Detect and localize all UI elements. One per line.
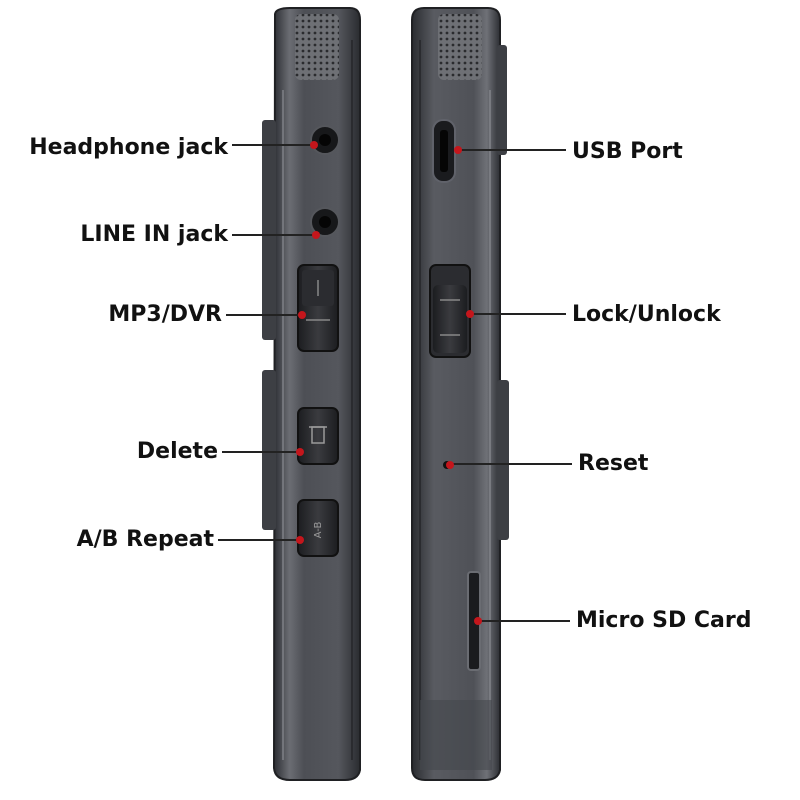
dot-ab-repeat xyxy=(296,536,304,544)
label-usb-port: USB Port xyxy=(572,139,683,164)
leader-lines-left xyxy=(218,144,315,541)
dot-mp3-dvr xyxy=(298,311,306,319)
headphone-jack-port xyxy=(310,125,340,155)
ab-glyph: A-B xyxy=(313,521,324,538)
leader-lines-right xyxy=(452,149,572,622)
label-line-in-jack: LINE IN jack xyxy=(80,222,228,247)
dot-lock xyxy=(466,310,474,318)
dot-line-in xyxy=(312,231,320,239)
dot-delete xyxy=(296,448,304,456)
marker-dots xyxy=(296,141,482,625)
label-lock-unlock: Lock/Unlock xyxy=(572,302,721,327)
line-in-jack-port xyxy=(310,207,340,237)
dot-headphone xyxy=(310,141,318,149)
dot-usb xyxy=(454,146,462,154)
lock-unlock-switch[interactable] xyxy=(429,264,471,358)
ab-repeat-button[interactable]: A-B xyxy=(297,499,339,557)
label-delete: Delete xyxy=(136,439,218,464)
usb-port xyxy=(432,119,456,183)
dot-sd xyxy=(474,617,482,625)
label-reset: Reset xyxy=(578,451,649,476)
right-device-body xyxy=(411,7,509,781)
label-ab-repeat: A/B Repeat xyxy=(76,527,214,552)
mp3-dvr-switch[interactable] xyxy=(297,264,339,352)
label-mp3-dvr: MP3/DVR xyxy=(108,302,222,327)
dot-reset xyxy=(446,461,454,469)
label-micro-sd-card: Micro SD Card xyxy=(576,608,752,633)
left-device-body xyxy=(262,7,361,781)
delete-button[interactable] xyxy=(297,407,339,465)
label-headphone-jack: Headphone jack xyxy=(29,135,228,160)
